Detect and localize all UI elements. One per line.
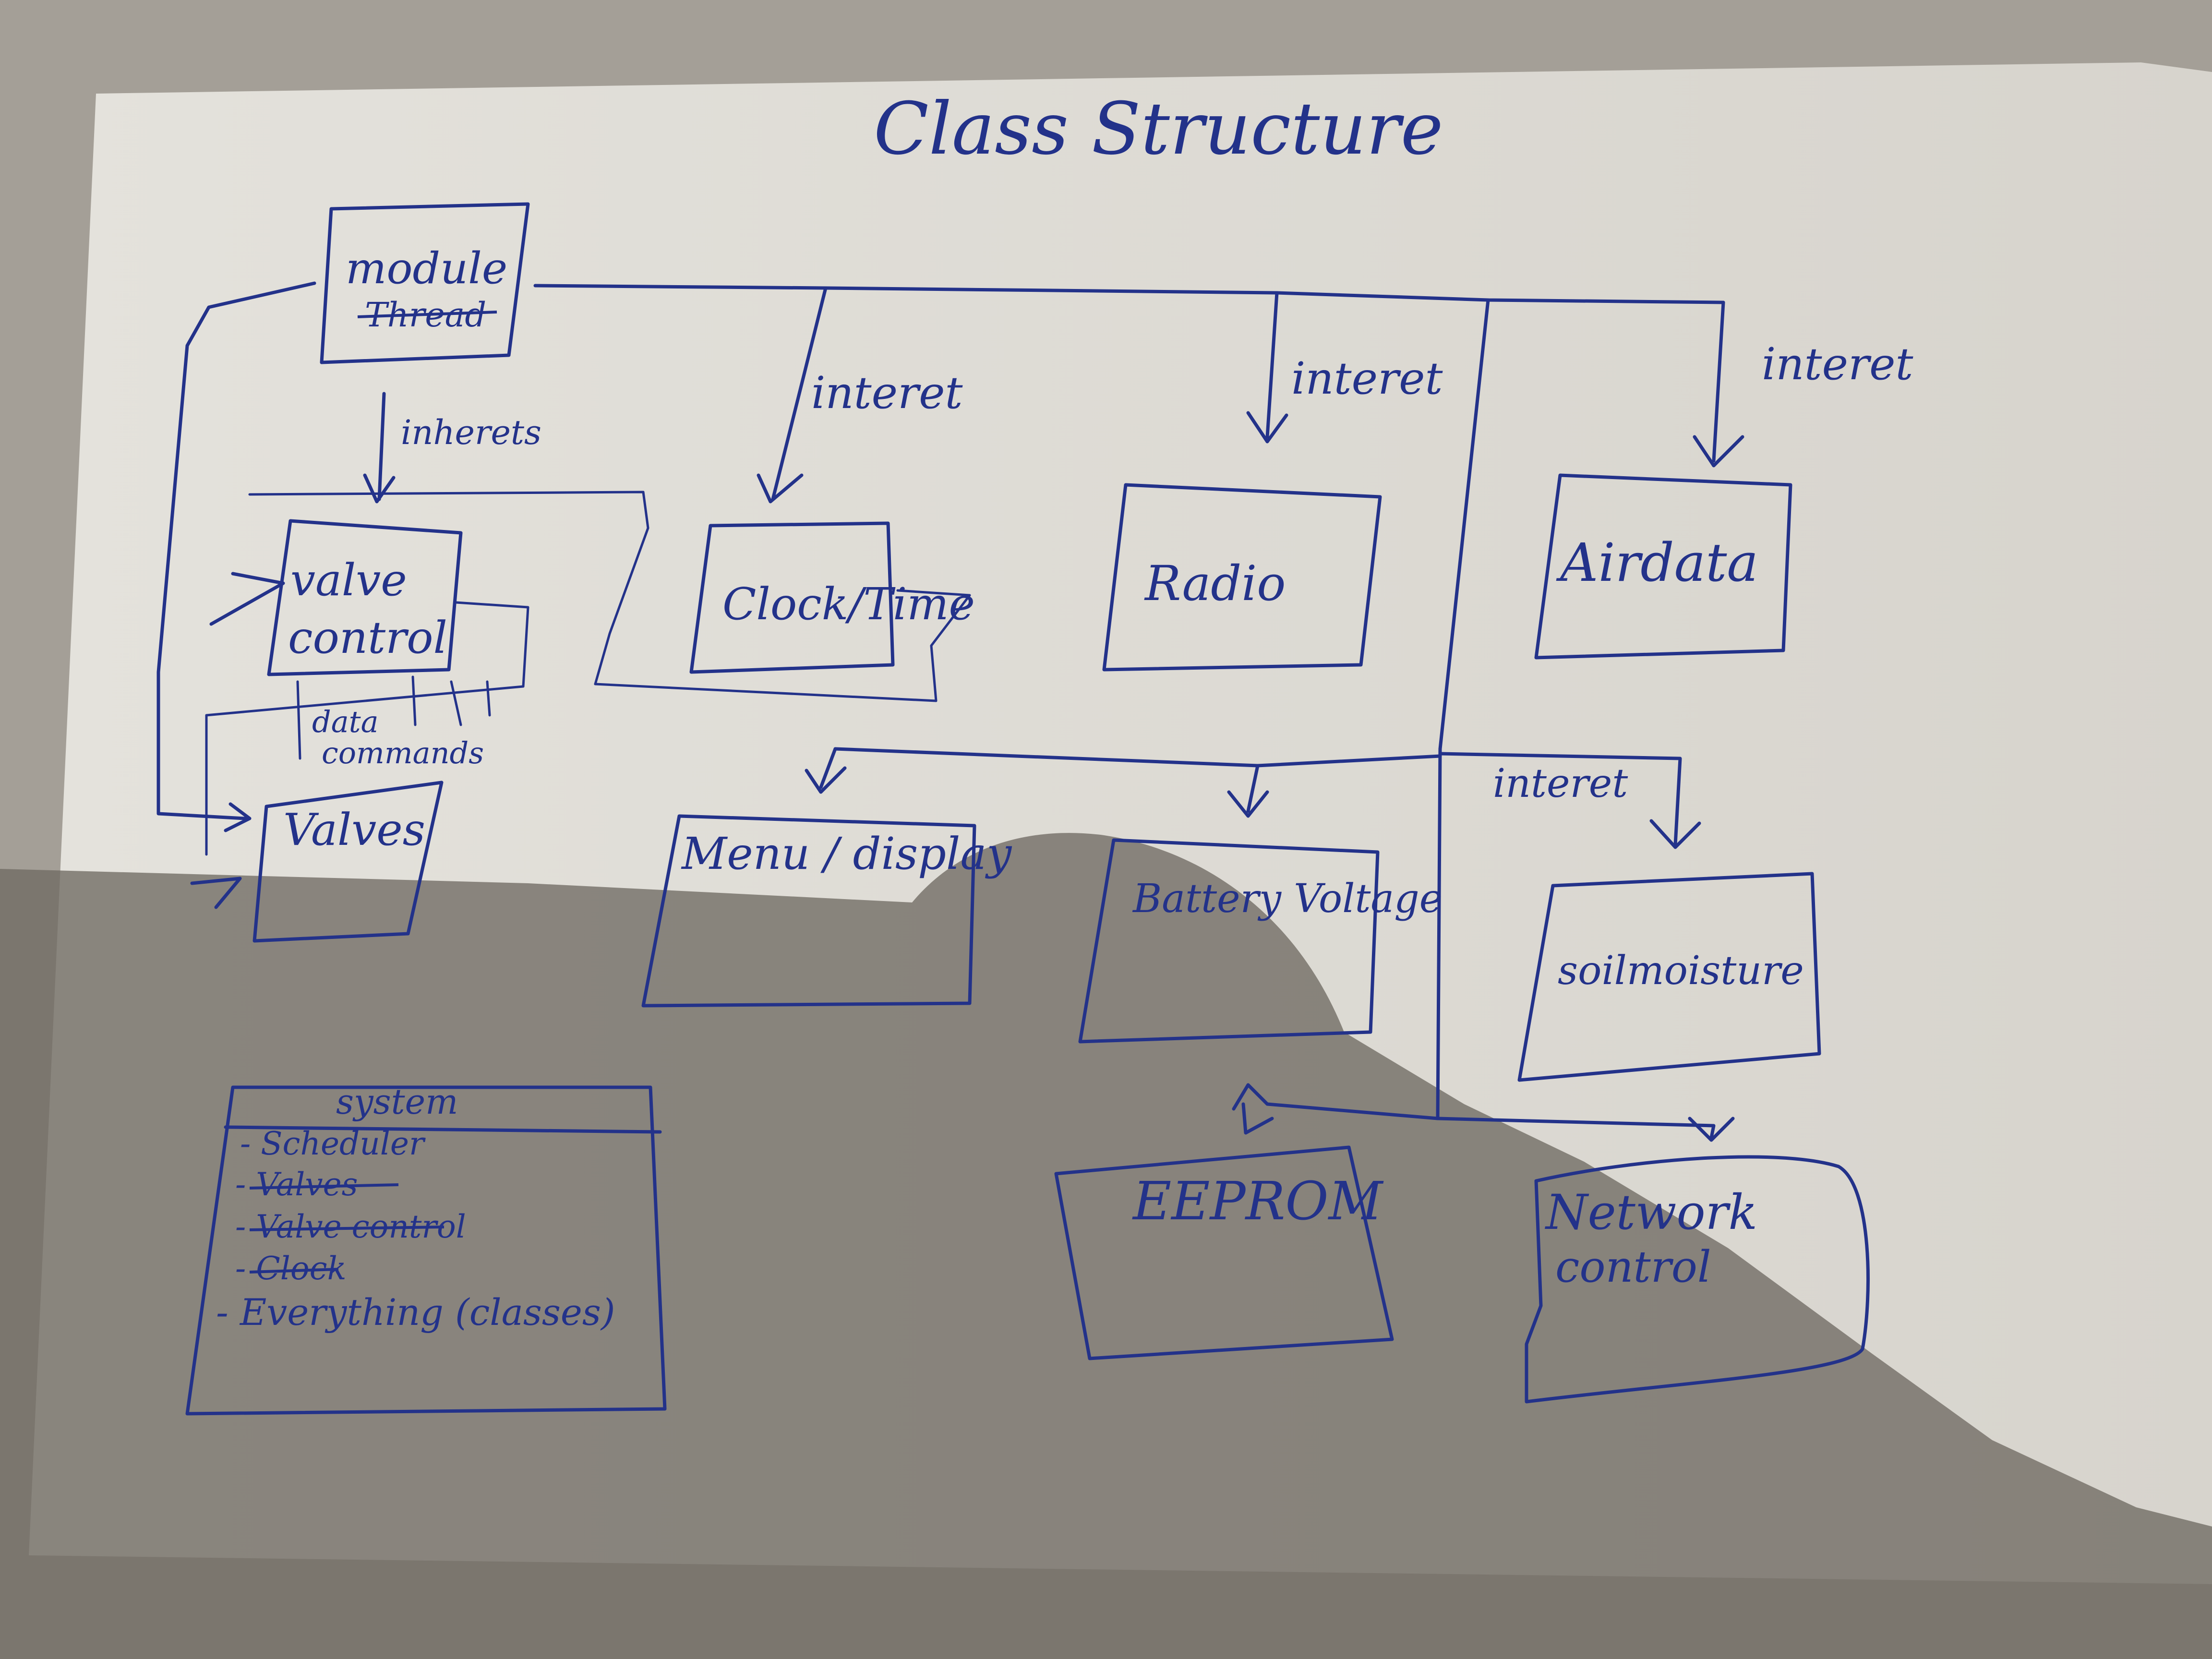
edge-module-valvecontrol [377,392,386,501]
edge-network [1436,1117,1716,1140]
system-item: - Valves [235,1166,358,1203]
module-box [320,202,530,364]
arrowhead-clock [757,473,804,504]
data-commands-line2: commands [322,735,484,770]
valve-control-line1: valve [290,554,407,606]
edge-module-clock [771,286,828,501]
right-trunk [1436,298,1490,1120]
clock-enclosure [594,589,971,702]
strike-valves [249,1183,399,1190]
system-item: - Valve control [235,1208,466,1245]
shadow [0,833,2212,1659]
valve-control-line2: control [288,612,447,663]
arrowhead-airdata [1693,435,1744,468]
inherit-radio-label: interet [1291,353,1443,404]
edge-soil [1438,752,1682,847]
edge-module-airdata [1712,301,1725,463]
strike-valve-control [249,1226,445,1231]
edge-menu [819,747,837,789]
arrowhead-menu [805,766,847,794]
edge-module-radio [1265,291,1279,439]
module-struck-label: Thread [365,295,486,335]
system-box [185,1085,667,1416]
valves-label: Valves [283,804,425,855]
strike-thread [357,311,497,318]
menu-display-box [641,814,976,1008]
data-commands-ticks [296,675,491,760]
inherit-clock-label: interet [811,367,963,419]
radio-label: Radio [1144,555,1286,612]
arrowhead-valvecontrol-left [209,572,285,626]
system-item: - Scheduler [240,1125,426,1162]
arrowhead-radio [1246,411,1288,444]
arrowhead-battery [1227,790,1269,818]
system-header: system [336,1082,458,1122]
airdata-label: Airdata [1556,532,1758,593]
network-control-line2: control [1555,1242,1711,1292]
arrowhead-soil [1649,819,1701,849]
diagram-text: Class Structure module Thread inherets v… [216,87,1914,1334]
module-label: module [346,243,507,294]
system-divider [224,1125,662,1134]
airdata-box [1534,473,1792,660]
edge-eeprom [1232,1083,1440,1120]
battery-voltage-box [1078,838,1380,1044]
clock-time-box [689,521,895,674]
clock-time-label: Clock/Time [722,578,975,630]
data-commands-line1: data [312,704,379,739]
soil-moisture-label: soilmoisture [1558,948,1804,994]
diagram-drawing [156,202,1870,1416]
diagram-title: Class Structure [874,87,1443,171]
soil-moisture-box [1517,872,1821,1082]
battery-voltage-label: Battery Voltage [1132,876,1443,922]
eeprom-label: EEPROM [1132,1170,1384,1232]
system-item: - Everything (classes) [216,1291,615,1334]
arrowhead-valvecontrol [363,473,396,504]
valve-control-box [267,519,463,676]
menu-display-label: Menu / display [681,828,1012,879]
inherit-enclosure [248,491,649,685]
valve-control-outline [205,601,529,856]
strike-clock [249,1268,339,1274]
radio-box [1102,483,1382,672]
edge-battery [1246,764,1260,813]
arrowhead-network [1688,1117,1735,1142]
arrowhead-valves-left [190,877,242,909]
eeprom-box [1054,1145,1394,1360]
inherits-label: inherets [401,413,541,452]
left-loop [156,281,316,820]
network-control-box [1525,1155,1870,1404]
arrowhead-valves [224,802,252,832]
arrowhead-eeprom [1241,1102,1274,1135]
system-item: - Clock [235,1250,347,1287]
valves-box [252,781,444,943]
inherit-airdata-label: interet [1762,338,1914,390]
inherit-soil-label: interet [1493,761,1628,806]
network-control-line1: Network [1545,1184,1757,1240]
